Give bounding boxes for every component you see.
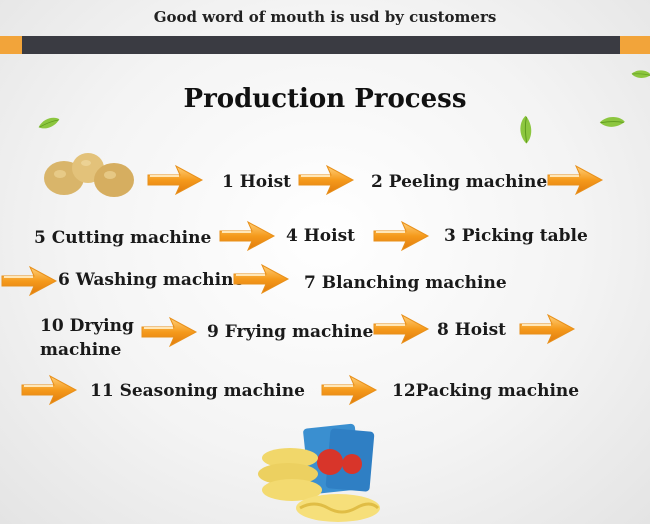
step-1-hoist: 1 Hoist <box>222 172 292 192</box>
step-4-hoist: 4 Hoist <box>286 226 356 246</box>
header-bar <box>22 36 620 54</box>
arrow-right-icon <box>20 373 78 407</box>
leaf-icon <box>512 112 541 147</box>
step-10-drying-machine: 10 Drying machine <box>40 316 134 360</box>
header-caption: Good word of mouth is usd by customers <box>153 8 497 26</box>
step-8-hoist: 8 Hoist <box>437 320 507 340</box>
header-bar-accent-right <box>620 36 650 54</box>
leaf-icon <box>36 116 62 132</box>
arrow-right-icon <box>320 373 378 407</box>
arrow-right-icon <box>0 264 58 298</box>
arrow-right-icon <box>146 163 204 197</box>
step-12-packing-machine: 12Packing machine <box>392 381 580 401</box>
step-9-frying-machine: 9 Frying machine <box>207 322 374 342</box>
arrow-left-icon <box>372 312 430 346</box>
arrow-left-icon <box>140 315 198 349</box>
leaf-icon <box>628 64 650 86</box>
step-5-cutting-machine: 5 Cutting machine <box>34 228 212 248</box>
header-bar-accent-left <box>0 36 22 54</box>
arrow-left-icon <box>218 219 276 253</box>
arrow-right-icon <box>232 262 290 296</box>
arrow-right-icon <box>546 163 604 197</box>
arrow-left-icon <box>518 312 576 346</box>
step-11-seasoning-machine: 11 Seasoning machine <box>90 381 305 401</box>
arrow-left-icon <box>372 219 430 253</box>
step-2-peeling-machine: 2 Peeling machine <box>371 172 548 192</box>
step-6-washing-machine: 6 Washing machine <box>58 270 245 290</box>
arrow-right-icon <box>297 163 355 197</box>
step-7-blanching-machine: 7 Blanching machine <box>304 273 507 293</box>
page-title: Production Process <box>183 84 467 114</box>
chips-package-image <box>258 423 380 522</box>
potatoes-image <box>44 153 134 197</box>
step-3-picking-table: 3 Picking table <box>444 226 588 246</box>
